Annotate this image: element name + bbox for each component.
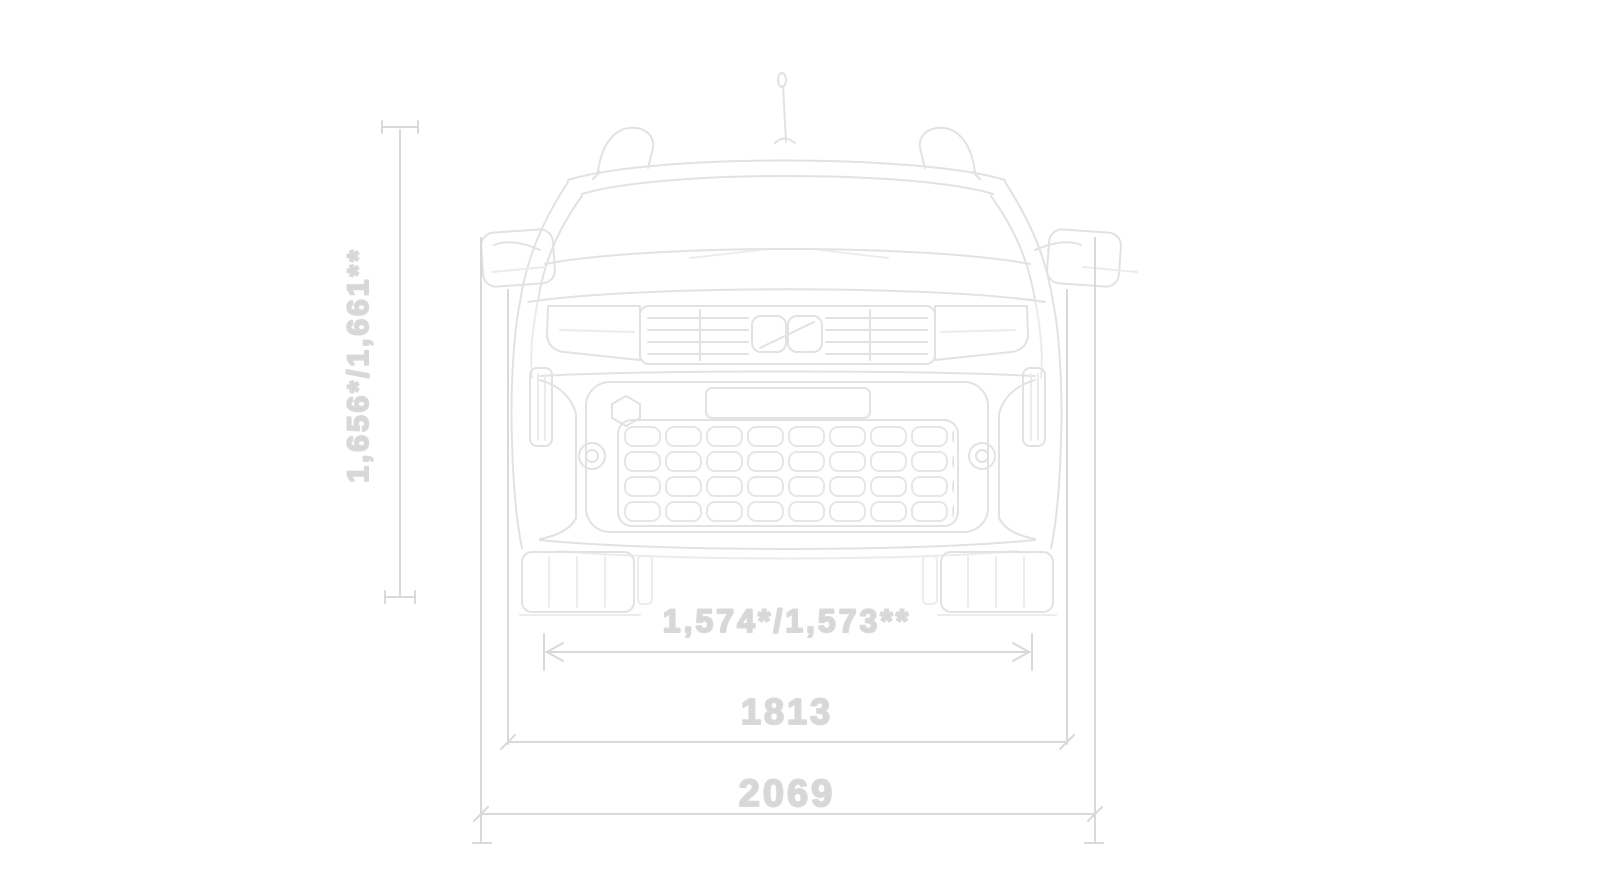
side-mirror-right [1034, 228, 1138, 288]
bumper-corners [539, 379, 1036, 540]
headlight-right [934, 305, 1029, 361]
track-width-label: 1,574*/1,573** [663, 603, 911, 639]
tow-eye-left [578, 442, 606, 470]
arrow-left-icon [546, 642, 564, 662]
height-dimension: 1,656*/1,661** [341, 120, 419, 604]
side-mirror-left [480, 228, 556, 288]
overall-width-label: 2069 [739, 773, 836, 815]
grille [639, 305, 936, 365]
bumper-corner-slats-left [529, 367, 553, 447]
tow-eye-right [968, 442, 996, 470]
wheel-right [922, 551, 1054, 613]
a-pillars [519, 181, 1054, 303]
body-sides [510, 299, 1063, 549]
roof [567, 159, 1006, 195]
track-width-dimension: 1,574*/1,573** [543, 602, 1033, 671]
bumper-corner-slats-right [1022, 367, 1046, 447]
skid-plate [539, 539, 1036, 560]
bumper-mesh-grille [622, 424, 954, 522]
roof-antenna [774, 72, 796, 144]
arrow-right-icon [1012, 642, 1030, 662]
roof-rail-left [592, 126, 655, 180]
headlight-left [546, 305, 641, 361]
bumper-top-edge [539, 370, 1036, 377]
wheel-left [521, 551, 653, 613]
license-plate-area [705, 387, 871, 419]
brand-logo [751, 315, 823, 353]
car-front-view [480, 72, 1138, 616]
overall-width-dimension: 2069 [472, 237, 1104, 844]
roof-rail-right [918, 126, 981, 180]
body-width-label: 1813 [741, 691, 833, 732]
height-dimension-label: 1,656*/1,661** [342, 247, 375, 483]
windshield-cowl [544, 248, 1031, 265]
hood-edge [527, 288, 1046, 303]
body-width-dimension: 1813 [500, 289, 1075, 750]
center-air-intake [585, 381, 989, 533]
intake-hex-detail [611, 395, 641, 427]
